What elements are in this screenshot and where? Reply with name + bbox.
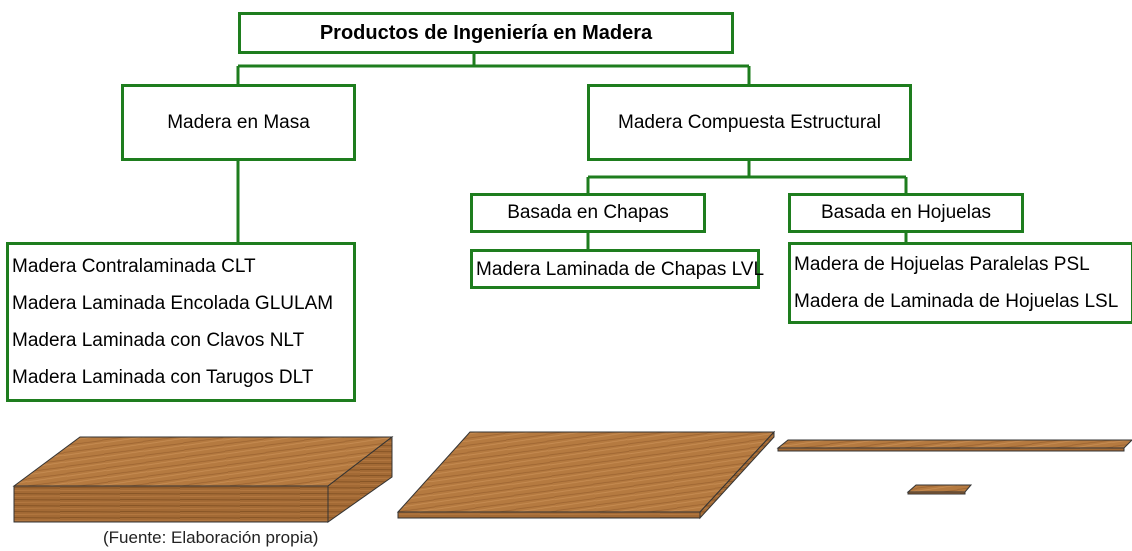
list-item: Madera de Hojuelas Paralelas PSL	[794, 254, 1090, 275]
subbranch-node-hojuelas: Basada en Hojuelas	[788, 193, 1024, 233]
product-list-chapas: Madera Laminada de Chapas LVL	[470, 249, 765, 289]
list-item: Madera Laminada de Chapas LVL	[476, 258, 765, 280]
list-item: Madera de Laminada de Hojuelas LSL	[794, 291, 1119, 312]
list-item: Madera Laminada Encolada GLULAM	[12, 293, 334, 314]
branch-label: Madera en Masa	[167, 111, 310, 133]
subbranch-node-chapas: Basada en Chapas	[470, 193, 706, 233]
strand-drawing	[776, 439, 1132, 495]
root-label: Productos de Ingeniería en Madera	[319, 21, 653, 44]
product-list-hojuelas: Madera de Hojuelas Paralelas PSL Madera …	[788, 242, 1132, 324]
list-item: Madera Contralaminada CLT	[12, 256, 256, 277]
branch-node-madera-compuesta: Madera Compuesta Estructural	[587, 84, 912, 161]
subbranch-label: Basada en Chapas	[507, 202, 669, 223]
product-list-masa: Madera Contralaminada CLT Madera Laminad…	[6, 242, 356, 402]
root-node: Productos de Ingeniería en Madera	[238, 12, 734, 54]
branch-node-madera-en-masa: Madera en Masa	[121, 84, 356, 161]
source-caption: (Fuente: Elaboración propia)	[103, 528, 319, 547]
list-item: Madera Laminada con Clavos NLT	[12, 330, 305, 351]
list-item: Madera Laminada con Tarugos DLT	[12, 367, 314, 388]
branch-label: Madera Compuesta Estructural	[618, 111, 881, 133]
lvl-sheet-drawing	[396, 430, 776, 520]
clt-panel-drawing	[12, 435, 394, 523]
subbranch-label: Basada en Hojuelas	[820, 202, 992, 223]
